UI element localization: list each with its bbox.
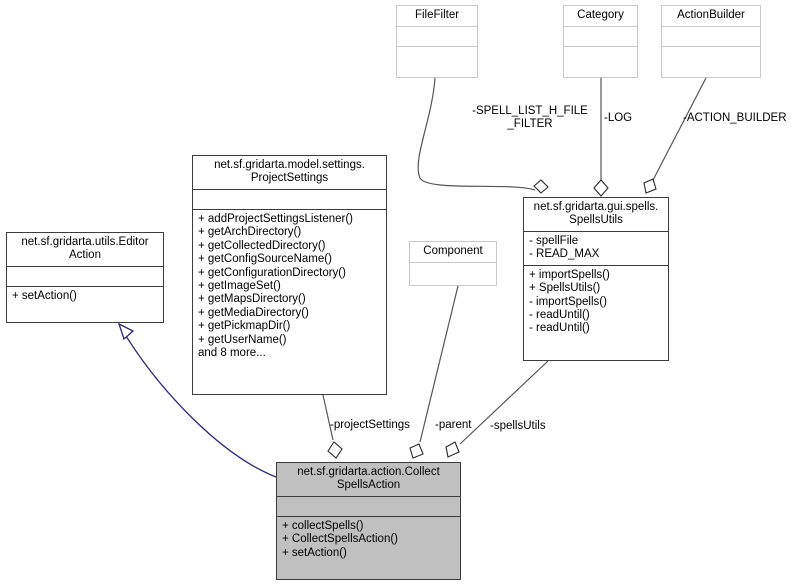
edge-label-parent: -parent: [435, 419, 472, 431]
uml-attributes-compartment: [662, 26, 760, 46]
uml-class-category[interactable]: Category: [563, 5, 638, 78]
uml-member: - readUntil(): [529, 322, 590, 335]
uml-operations-compartment: + collectSpells()+ CollectSpellsAction()…: [277, 516, 460, 563]
uml-member: + getUserName(): [198, 333, 287, 346]
uml-operations-compartment: [397, 46, 477, 66]
uml-operations-compartment: + addProjectSettingsListener()+ getArchD…: [193, 209, 386, 363]
uml-member: + getCollectedDirectory(): [198, 239, 326, 252]
uml-attributes-compartment: [193, 189, 386, 209]
uml-attributes-compartment: [7, 266, 163, 286]
uml-member: + setAction(): [12, 290, 77, 302]
uml-class-title: net.sf.gridarta.utils.Editor Action: [21, 236, 149, 261]
uml-member: + getArchDirectory(): [198, 226, 302, 239]
uml-class-title: Component: [423, 245, 483, 257]
uml-member: - importSpells(): [529, 295, 607, 308]
uml-class-title: FileFilter: [414, 9, 460, 21]
uml-member: + getImageSet(): [198, 280, 281, 293]
edge-actionbuilder-spellsutils: [643, 77, 707, 194]
uml-member: + collectSpells(): [282, 520, 364, 532]
edge-category-spellsutils: [593, 78, 609, 197]
edge-component-collectspellsaction: [409, 285, 459, 459]
uml-member: + setAction(): [282, 546, 347, 559]
uml-class-spellsutils[interactable]: net.sf.gridarta.gui.spells. SpellsUtils …: [523, 197, 669, 361]
edge-collectspellsaction-editoraction: [117, 322, 277, 478]
uml-member: + SpellsUtils(): [529, 282, 601, 295]
uml-member: + CollectSpellsAction(): [282, 533, 399, 546]
uml-class-filefilter[interactable]: FileFilter: [396, 5, 478, 78]
uml-attributes-compartment: - spellFile- READ_MAX: [524, 231, 668, 265]
uml-operations-compartment: + setAction(): [7, 286, 163, 306]
uml-class-title: ActionBuilder: [677, 9, 745, 21]
uml-class-component[interactable]: Component: [409, 241, 497, 286]
edge-label-spells-utils: -spellsUtils: [490, 420, 546, 432]
uml-class-projectsettings[interactable]: net.sf.gridarta.model.settings. ProjectS…: [192, 155, 387, 395]
edge-spellsutils-collectspellsaction: [445, 360, 549, 458]
edge-label-log: -LOG: [604, 112, 633, 124]
uml-class-actionbuilder[interactable]: ActionBuilder: [661, 5, 761, 78]
uml-class-title: net.sf.gridarta.action.Collect SpellsAct…: [297, 466, 440, 491]
uml-class-editoraction[interactable]: net.sf.gridarta.utils.Editor Action + se…: [6, 232, 164, 323]
edge-label-project-settings: -projectSettings: [330, 419, 410, 431]
uml-operations-compartment: + importSpells()+ SpellsUtils()- importS…: [524, 264, 668, 339]
uml-class-title: net.sf.gridarta.model.settings. ProjectS…: [214, 159, 365, 184]
uml-attributes-compartment: [564, 26, 637, 46]
uml-member: + getPickmapDir(): [198, 320, 291, 333]
uml-member: + importSpells(): [529, 268, 610, 281]
uml-attributes-compartment: [277, 496, 460, 516]
uml-member: - READ_MAX: [529, 248, 600, 261]
uml-member: - readUntil(): [529, 309, 590, 322]
uml-attributes-compartment: [397, 26, 477, 46]
uml-class-title: Category: [577, 9, 624, 21]
edge-label-action-builder: -ACTION_BUILDER: [683, 112, 787, 124]
uml-attributes-compartment: [410, 262, 496, 282]
uml-class-collectspellsaction[interactable]: net.sf.gridarta.action.Collect SpellsAct…: [276, 462, 461, 580]
uml-member: + getConfigSourceName(): [198, 253, 332, 266]
uml-member: and 8 more...: [198, 347, 266, 360]
uml-member: + getConfigurationDirectory(): [198, 266, 346, 279]
uml-member: + addProjectSettingsListener(): [198, 213, 354, 225]
edge-label-spell-list-h-file-filter: -SPELL_LIST_H_FILE _FILTER: [472, 105, 588, 130]
edge-projectsettings-collectspellsaction: [322, 394, 343, 459]
uml-member: + getMediaDirectory(): [198, 306, 309, 319]
edge-filefilter-spellsutils: [417, 77, 549, 194]
uml-operations-compartment: [564, 46, 637, 66]
uml-member: - spellFile: [529, 235, 579, 247]
uml-member: + getMapsDirectory(): [198, 293, 306, 306]
uml-class-title: net.sf.gridarta.gui.spells. SpellsUtils: [533, 201, 659, 226]
uml-operations-compartment: [662, 46, 760, 66]
